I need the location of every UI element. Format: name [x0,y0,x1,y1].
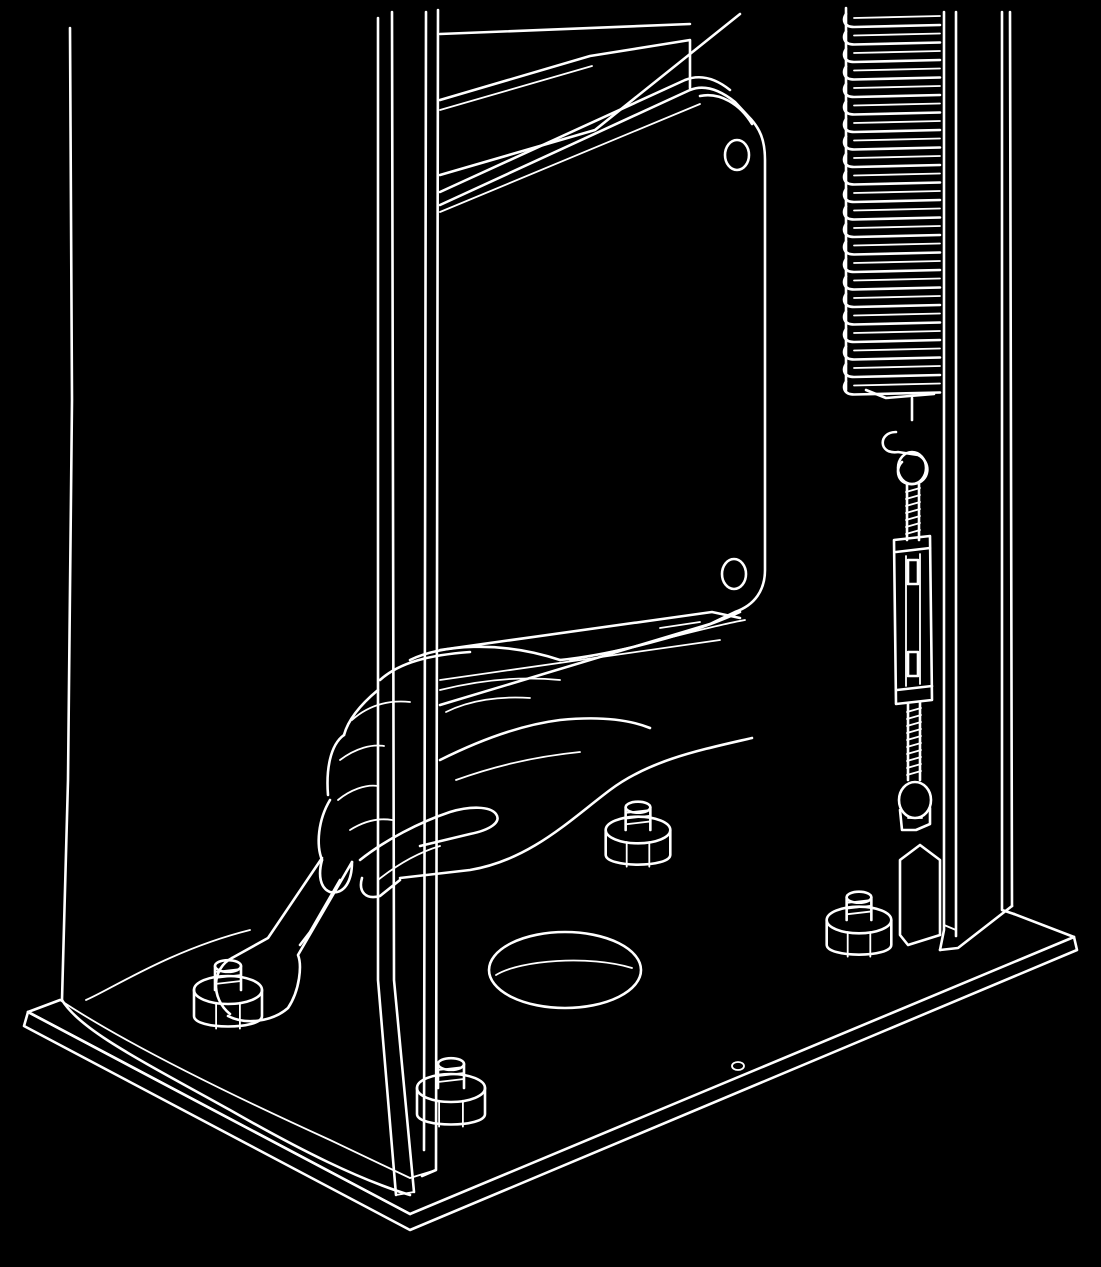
turnbuckle [881,396,934,832]
balancing-spring [842,6,942,400]
control-box [438,76,767,707]
cable-entry-hole [487,930,643,1010]
anchor-nut-right [825,890,893,958]
anchor-nut-front [415,1056,487,1128]
anchor-nut-center [604,800,672,868]
base-plate [22,912,1079,1232]
column-housing [60,8,440,1197]
inner-frame [438,12,742,177]
cover-screw-top [723,138,751,172]
anchor-nut-left [192,958,264,1030]
hand [317,610,754,899]
right-channel [898,10,1016,952]
cover-screw-bottom [720,557,748,591]
mounting-pin-hole [731,1061,745,1071]
wrench [214,856,354,1023]
